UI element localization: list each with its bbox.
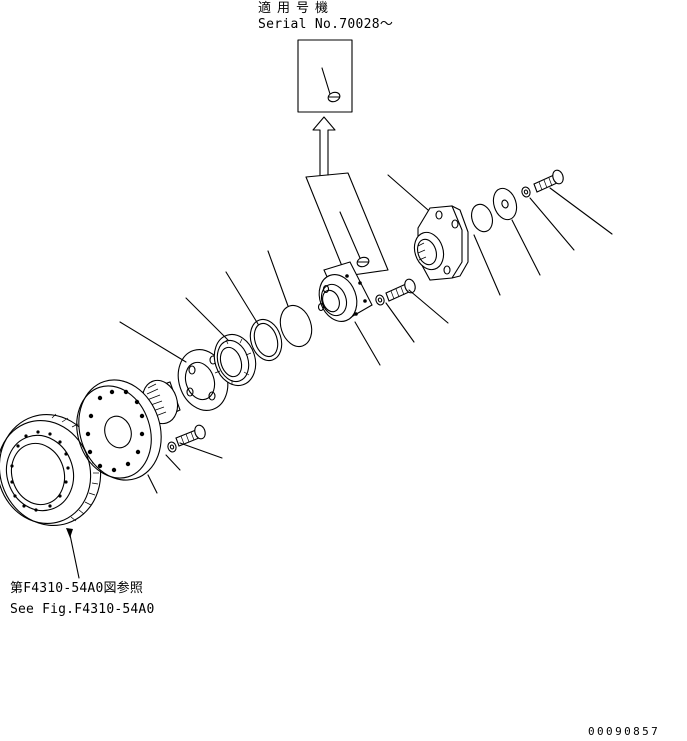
bearing-cage [317, 261, 373, 322]
drawing-code: 00090857 [588, 725, 661, 738]
cage-bolt [375, 278, 416, 306]
hollow-arrow-up-icon [312, 116, 336, 176]
o-ring [471, 203, 493, 233]
figure-reference-jp: 第F4310-54A0図参照 [10, 581, 144, 596]
end-bolt [521, 169, 564, 198]
shim [279, 304, 313, 348]
leader-lines [119, 174, 613, 494]
pinion-flange [76, 379, 181, 481]
figure-reference-en: See Fig.F4310-54A0 [10, 602, 155, 617]
washer [492, 187, 518, 221]
serial-number-label: Serial No.70028～ [258, 17, 394, 32]
detail-sheet [305, 172, 389, 277]
serial-applicability-title: 適用号機 [258, 1, 335, 16]
coupling-yoke [413, 205, 469, 281]
flange-bolt [167, 424, 206, 453]
thin-ring [249, 318, 283, 362]
ring-gear-reference-arrow [66, 528, 80, 579]
detail-inset-box [297, 39, 353, 113]
roller-bearing [213, 333, 257, 387]
